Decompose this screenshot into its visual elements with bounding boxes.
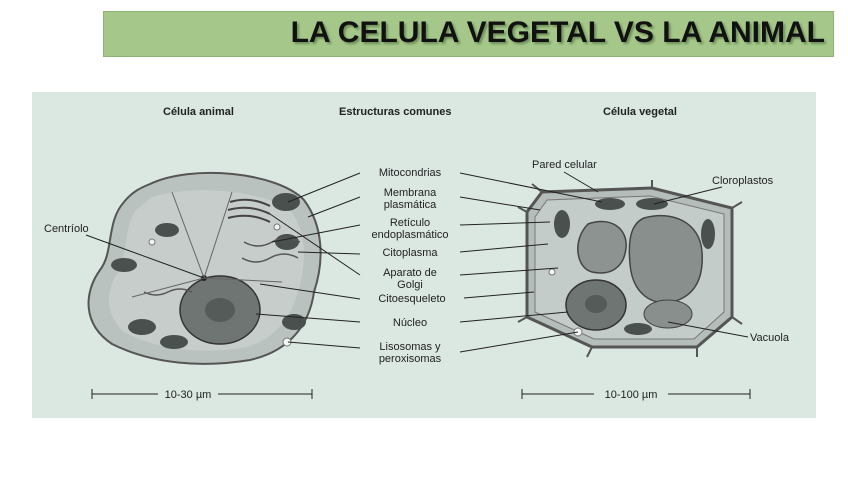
- common-labels: Mitocondrias Membrana plasmática Retícul…: [371, 167, 448, 365]
- animal-mitochondrion: [160, 335, 188, 349]
- label-mitocondrias: Mitocondrias: [379, 167, 442, 179]
- animal-cell: [87, 171, 322, 365]
- golgi-apparatus: [227, 198, 271, 223]
- animal-mitochondrion: [282, 314, 306, 330]
- scale-bar-plant: 10-100 µm: [521, 389, 751, 401]
- peroxisome: [548, 268, 556, 276]
- label-citoplasma: Citoplasma: [382, 247, 438, 259]
- lysosome: [273, 223, 281, 231]
- scale-animal-label: 10-30 µm: [165, 389, 212, 401]
- page-title: LA CELULA VEGETAL VS LA ANIMAL: [290, 16, 825, 49]
- label-golgi-2: Golgi: [397, 279, 423, 291]
- title-banner: LA CELULA VEGETAL VS LA ANIMAL: [103, 11, 834, 57]
- label-lisosomas-2: peroxisomas: [379, 353, 442, 365]
- leader-lines: [85, 171, 749, 353]
- animal-mitochondrion: [275, 234, 299, 250]
- header-common-structures: Estructuras comunes: [339, 106, 451, 118]
- label-golgi-1: Aparato de: [383, 267, 437, 279]
- cell-diagram: Célula animal Estructuras comunes Célula…: [44, 106, 790, 401]
- label-lisosomas-1: Lisosomas y: [379, 341, 441, 353]
- chloroplast: [636, 198, 668, 210]
- plant-wall-outer: [517, 180, 743, 358]
- label-membrana-2: plasmática: [384, 199, 437, 211]
- lysosome: [148, 238, 156, 246]
- animal-mitochondrion: [128, 319, 156, 335]
- plant-vacuole: [643, 299, 693, 329]
- scale-bar-animal: 10-30 µm: [91, 389, 313, 401]
- plant-vacuole: [577, 220, 627, 274]
- chloroplast: [595, 198, 625, 210]
- label-nucleo: Núcleo: [393, 317, 427, 329]
- label-cloroplastos: Cloroplastos: [712, 175, 774, 187]
- animal-mitochondrion: [155, 223, 179, 237]
- chloroplast: [624, 323, 652, 335]
- chloroplast: [701, 219, 715, 249]
- animal-mitochondrion: [111, 258, 137, 272]
- chloroplast: [554, 210, 570, 238]
- label-reticulo-1: Retículo: [390, 217, 430, 229]
- animal-mitochondrion: [272, 193, 300, 211]
- header-animal-cell: Célula animal: [163, 106, 234, 118]
- label-centriolo: Centríolo: [44, 223, 89, 235]
- scale-plant-label: 10-100 µm: [605, 389, 658, 401]
- label-vacuola: Vacuola: [750, 332, 790, 344]
- label-citoesqueleto: Citoesqueleto: [378, 293, 445, 305]
- plant-vacuole: [628, 214, 703, 304]
- header-plant-cell: Célula vegetal: [603, 106, 677, 118]
- label-membrana-1: Membrana: [384, 187, 437, 199]
- plant-cell: [517, 180, 743, 358]
- label-pared-celular: Pared celular: [532, 159, 597, 171]
- cell-comparison-figure: Célula animal Estructuras comunes Célula…: [32, 92, 816, 418]
- label-reticulo-2: endoplasmático: [371, 229, 448, 241]
